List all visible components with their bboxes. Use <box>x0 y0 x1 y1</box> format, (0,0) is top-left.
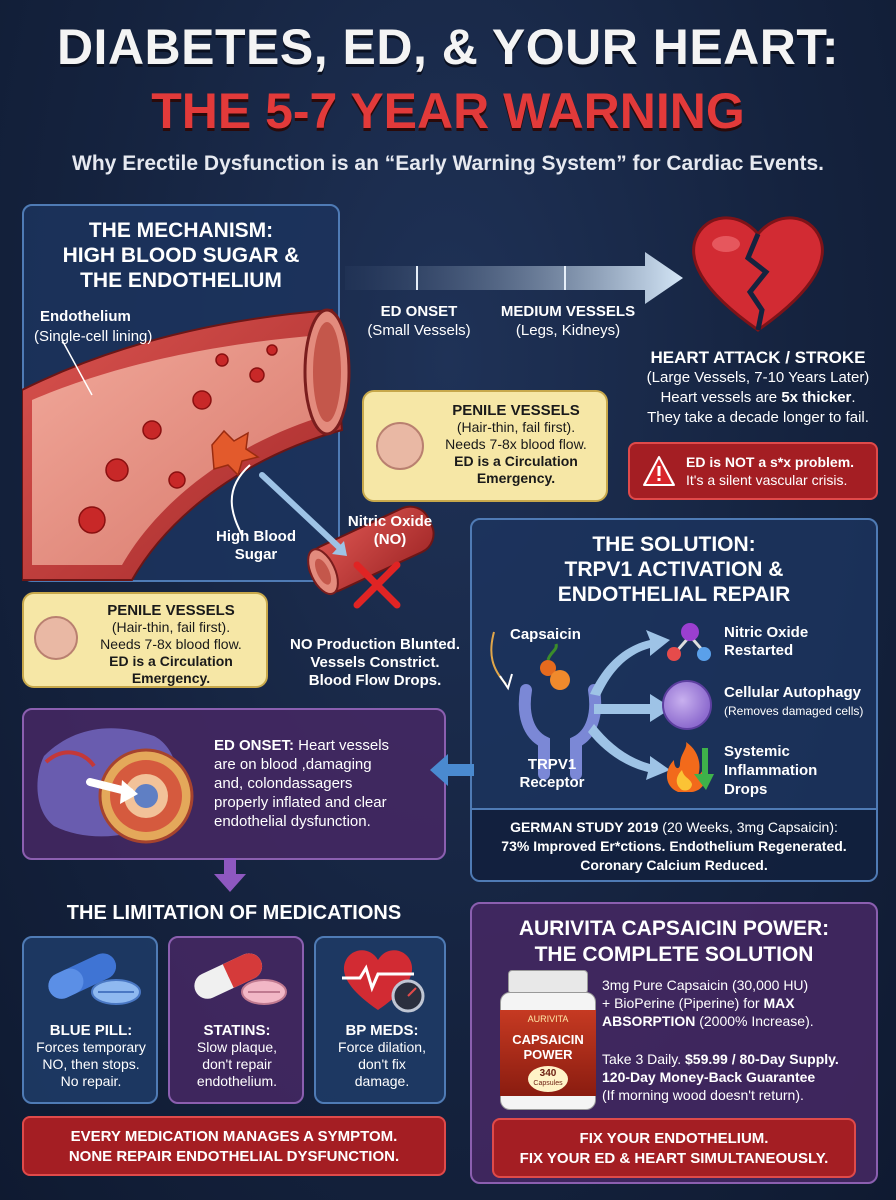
mechanism-title: THE MECHANISM: HIGH BLOOD SUGAR & THE EN… <box>62 219 300 292</box>
endothelium-label: Endothelium <box>40 308 131 325</box>
product-description: 3mg Pure Capsaicin (30,000 HU) + BioPeri… <box>602 977 814 1029</box>
outcome-autophagy: Cellular Autophagy (Removes damaged cell… <box>724 684 864 718</box>
main-title: DIABETES, ED, & YOUR HEART: <box>56 19 840 75</box>
product-panel: AURIVITA CAPSAICIN POWER: THE COMPLETE S… <box>470 902 878 1184</box>
arrow-down-icon <box>214 858 246 892</box>
molecule-icon <box>667 623 711 661</box>
outcome-nitric-oxide: Nitric Oxide Restarted <box>724 624 809 659</box>
high-blood-sugar-label: High Blood Sugar <box>216 528 296 563</box>
product-bottle: AURIVITA CAPSAICIN POWER 340 Capsules <box>498 970 598 1110</box>
warning-icon <box>642 455 676 487</box>
arrow-left-icon <box>430 754 474 786</box>
stage-heart-attack: HEART ATTACK / STROKE (Large Vessels, 7-… <box>646 348 870 426</box>
blue-pill-icon <box>48 953 141 1005</box>
medications-banner: EVERY MEDICATION MANAGES A SYMPTOM. NONE… <box>22 1116 446 1176</box>
penile-vessels-callout-left: PENILE VESSELS (Hair-thin, fail first). … <box>22 592 268 688</box>
vessel-cross-section-illustration <box>37 728 194 844</box>
blue-pill-card: BLUE PILL: Forces temporary NO, then sto… <box>22 936 158 1104</box>
study-text: GERMAN STUDY 2019 (20 Weeks, 3mg Capsaic… <box>501 819 847 873</box>
product-pricing: Take 3 Daily. $59.99 / 80-Day Supply. 12… <box>602 1051 839 1103</box>
product-banner: FIX YOUR ENDOTHELIUM. FIX YOUR ED & HEAR… <box>492 1118 856 1178</box>
subtitle: Why Erectile Dysfunction is an “Early Wa… <box>72 152 824 175</box>
study-box <box>472 808 876 880</box>
statins-card: STATINS: Slow plaque, don't repair endot… <box>168 936 304 1104</box>
broken-heart-icon <box>692 216 824 332</box>
outcome-inflammation: Systemic Inflammation Drops <box>724 743 818 798</box>
bp-meds-card: BP MEDS: Force dilation, don't fix damag… <box>314 936 446 1104</box>
penis-icon <box>34 616 78 660</box>
penis-icon <box>376 422 424 470</box>
stage-ed-onset: ED ONSET (Small Vessels) <box>367 303 471 339</box>
capsaicin-label: Capsaicin <box>510 626 581 643</box>
solution-arrows <box>588 630 672 780</box>
limitations-title: THE LIMITATION OF MEDICATIONS <box>66 902 402 924</box>
warning-title: THE 5-7 YEAR WARNING <box>151 83 745 139</box>
stage-medium-vessels: MEDIUM VESSELS (Legs, Kidneys) <box>500 303 636 339</box>
flame-down-icon <box>666 742 714 792</box>
ed-onset-panel: ED ONSET: Heart vessels are on blood ,da… <box>22 708 446 860</box>
penile-vessels-callout-top: PENILE VESSELS (Hair-thin, fail first). … <box>362 390 608 502</box>
artery-illustration <box>22 308 435 609</box>
statin-pill-icon <box>194 953 287 1005</box>
solution-panel: THE SOLUTION: TRPV1 ACTIVATION & ENDOTHE… <box>470 518 878 882</box>
ed-onset-text: ED ONSET: Heart vessels are on blood ,da… <box>214 737 390 830</box>
nitric-oxide-label: Nitric Oxide (NO) <box>347 513 433 548</box>
solution-title: THE SOLUTION: TRPV1 ACTIVATION & ENDOTHE… <box>557 533 791 606</box>
cell-icon <box>662 680 712 730</box>
trpv1-label: TRPV1 Receptor <box>519 756 585 791</box>
heart-gauge-icon <box>342 950 425 1013</box>
no-effect-text: NO Production Blunted. Vessels Constrict… <box>290 636 460 689</box>
endothelium-sublabel: (Single-cell lining) <box>34 328 153 345</box>
trpv1-receptor-diagram <box>490 631 602 780</box>
product-title: AURIVITA CAPSAICIN POWER: THE COMPLETE S… <box>518 917 830 966</box>
progression-arrow <box>345 252 683 304</box>
alert-banner: ED is NOT a s*x problem. It's a silent v… <box>628 442 878 500</box>
